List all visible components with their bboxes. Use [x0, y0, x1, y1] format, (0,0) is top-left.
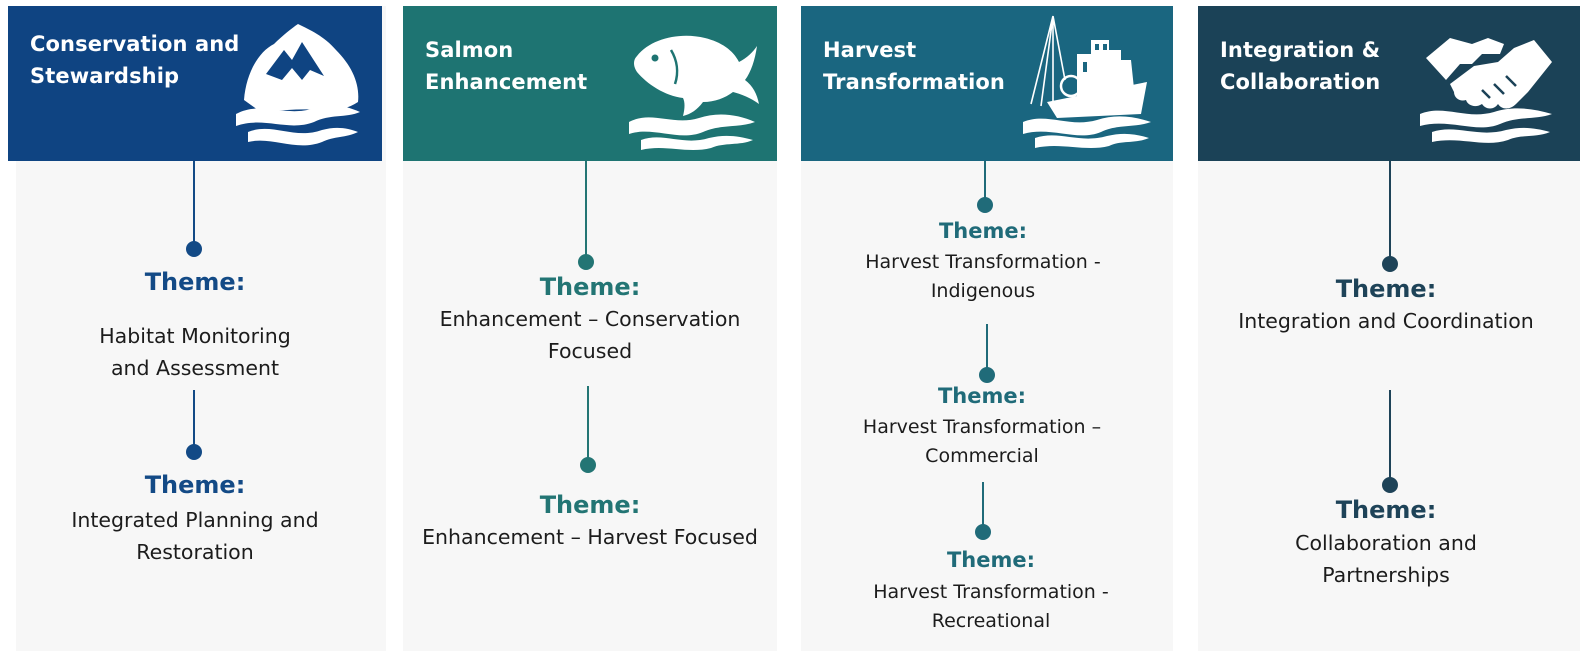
column-salmon-enhancement: Salmon Enhancement Theme: Enhancement – … — [403, 6, 777, 651]
timeline-dot — [1382, 477, 1398, 493]
timeline-dot — [977, 197, 993, 213]
theme-text: Harvest Transformation – Commercial — [862, 416, 1102, 467]
connector-line — [587, 386, 589, 460]
theme-label: Theme: — [144, 471, 246, 499]
theme-text: Harvest Transformation - Recreational — [873, 581, 1109, 632]
theme-label: Theme: — [144, 268, 246, 296]
theme-label: Theme: — [539, 273, 641, 301]
theme-text: Integrated Planning and Restoration — [71, 508, 319, 564]
column-conservation-stewardship: Conservation and Stewardship Theme: Habi… — [8, 6, 386, 651]
fishing-boat-icon — [1023, 15, 1151, 148]
connector-line — [984, 161, 986, 201]
timeline-dot — [975, 524, 991, 540]
connector-line — [585, 161, 587, 261]
column-header: Integration & Collaboration — [1198, 6, 1580, 161]
theme-text: Harvest Transformation - Indigenous — [865, 251, 1101, 302]
theme-label: Theme: — [1335, 275, 1437, 303]
theme-text: Habitat Monitoring and Assessment — [99, 324, 291, 380]
theme-text: Enhancement – Harvest Focused — [422, 525, 758, 549]
mountain-icon — [236, 24, 360, 146]
theme-text: Integration and Coordination — [1238, 309, 1534, 333]
handshake-icon — [1420, 38, 1552, 143]
timeline-dot — [186, 241, 202, 257]
column-title: Salmon Enhancement — [425, 38, 588, 94]
theme-label: Theme: — [937, 384, 1027, 408]
column-integration-collaboration: Integration & Collaboration Theme: Integ… — [1198, 6, 1580, 651]
column-header: Harvest Transformation — [801, 6, 1173, 161]
connector-line — [1389, 390, 1391, 486]
column-header: Conservation and Stewardship — [8, 6, 382, 161]
column-title: Integration & Collaboration — [1220, 38, 1381, 94]
theme-label: Theme: — [946, 548, 1036, 572]
connector-line — [193, 161, 195, 248]
theme-label: Theme: — [1335, 496, 1437, 524]
connector-line — [986, 324, 988, 374]
timeline-dot — [580, 457, 596, 473]
theme-label: Theme: — [539, 491, 641, 519]
salmon-icon — [629, 35, 759, 150]
column-title: Conservation and Stewardship — [30, 32, 240, 88]
connector-line — [982, 482, 984, 532]
column-title: Harvest Transformation — [823, 38, 1005, 94]
connector-line — [193, 390, 195, 450]
theme-label: Theme: — [938, 219, 1028, 243]
theme-text: Enhancement – Conservation Focused — [439, 307, 741, 363]
theme-text: Collaboration and Partnerships — [1295, 531, 1477, 587]
timeline-dot — [1382, 256, 1398, 272]
timeline-dot — [979, 367, 995, 383]
connector-line — [1389, 161, 1391, 261]
timeline-dot — [186, 444, 202, 460]
timeline-dot — [578, 254, 594, 270]
column-header: Salmon Enhancement — [403, 6, 777, 161]
column-harvest-transformation: Harvest Transformation Theme: Harvest Tr… — [801, 6, 1173, 651]
